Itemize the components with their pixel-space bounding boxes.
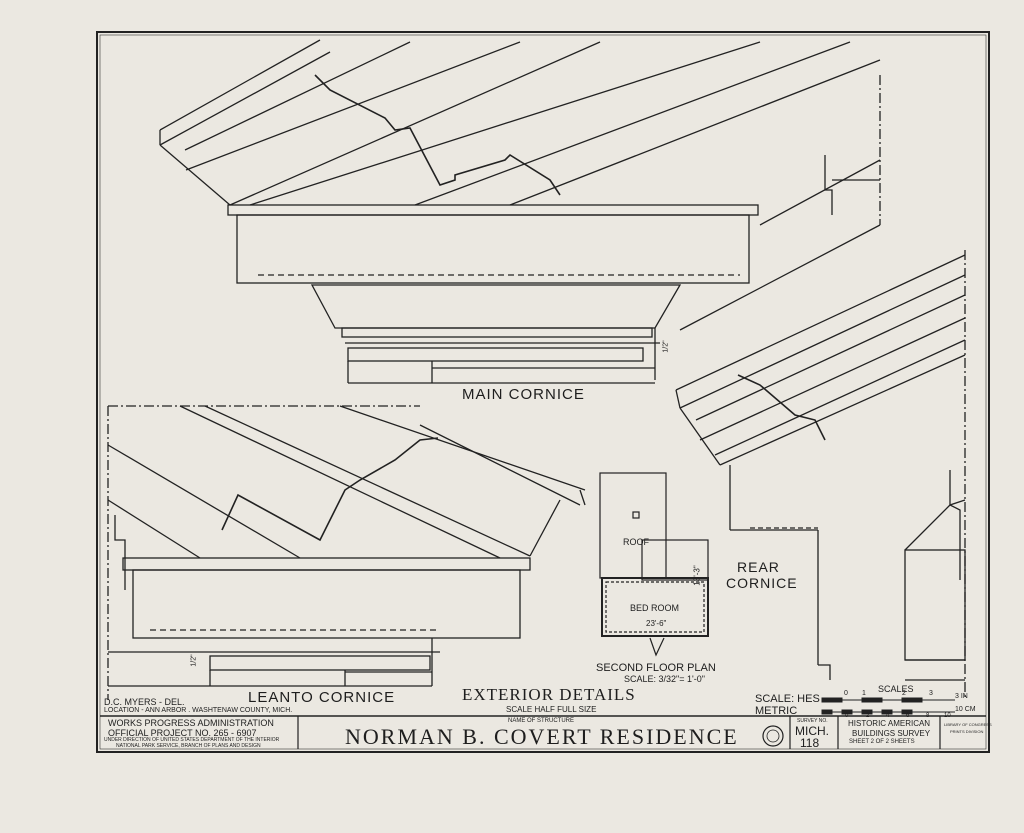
library-line2: PRINTS DIVISION [950, 729, 984, 734]
scale-tick-top-2: 2 [902, 690, 906, 697]
rear-cornice-label-line2: CORNICE [726, 575, 798, 591]
scale-tick-bottom-1: 2 [866, 713, 870, 719]
wpa-line3: UNDER DIRECTION OF UNITED STATES DEPARTM… [104, 737, 280, 743]
scale-tick-top-3: 3 [929, 690, 933, 697]
scale-hes-label: SCALE: HES [755, 693, 820, 705]
habs-line1: HISTORIC AMERICAN [848, 719, 931, 728]
leanto-cornice-label: LEANTO CORNICE [248, 689, 396, 706]
second-floor-plan-label: SECOND FLOOR PLAN [596, 662, 716, 674]
roof-label: ROOF [623, 537, 649, 547]
main-cornice-drawing [159, 39, 881, 384]
survey-no-label: SURVEY NO. [797, 718, 828, 724]
scale-tick-bottom-4: 8 [926, 713, 930, 719]
plan-dim-depth: 13'-3" [692, 565, 702, 586]
survey-no-state: MICH. [795, 724, 829, 738]
main-dim: 1/2" [662, 340, 670, 353]
structure-name: NORMAN B. COVERT RESIDENCE [345, 724, 739, 749]
exterior-details-title: EXTERIOR DETAILS [462, 685, 636, 704]
scales-label: SCALES [878, 684, 914, 694]
habs-line2: BUILDINGS SURVEY [852, 729, 931, 738]
wpa-line1: WORKS PROGRESS ADMINISTRATION [108, 718, 274, 728]
rear-cornice-drawing [675, 250, 966, 700]
second-floor-plan-scale: SCALE: 3/32"= 1'-0" [624, 674, 705, 684]
habs-sheet: SHEET 2 OF 2 SHEETS [849, 739, 915, 745]
library-line1: LIBRARY OF CONGRESS [944, 722, 992, 727]
sheet-border [96, 31, 990, 753]
scale-tick-top-1: 1 [862, 690, 866, 697]
rear-cornice-label-line1: REAR [737, 559, 780, 575]
scale-tick-top-0: 0 [844, 690, 848, 697]
scale-in-label: 3 IN [955, 693, 968, 700]
leanto-dim: 1/2" [190, 654, 198, 667]
plan-dim-width: 23'-6" [646, 619, 667, 628]
metric-label: METRIC [755, 705, 798, 717]
title-block [100, 715, 986, 749]
scale-tick-bottom-5: 10 [944, 713, 951, 719]
scale-tick-bottom-0: 0 [845, 713, 849, 719]
bed-room-label: BED ROOM [630, 603, 680, 613]
scale-tick-bottom-2: 4 [886, 713, 890, 719]
scale-tick-bottom-3: 6 [906, 713, 910, 719]
delineator: D.C. MYERS - DEL. [104, 697, 185, 707]
wpa-line2: OFFICIAL PROJECT NO. 265 - 6907 [108, 728, 257, 738]
name-of-structure-label: NAME OF STRUCTURE [508, 718, 574, 724]
second-floor-plan [599, 472, 709, 657]
graphic-scale [821, 697, 955, 715]
survey-no-number: 118 [800, 736, 820, 750]
scale-cm-label: 10 CM [955, 706, 976, 713]
main-cornice-label: MAIN CORNICE [462, 386, 585, 403]
location: LOCATION - ANN ARBOR . WASHTENAW COUNTY,… [104, 707, 293, 714]
wpa-line4: NATIONAL PARK SERVICE, BRANCH OF PLANS A… [116, 743, 261, 749]
scale-note: SCALE HALF FULL SIZE [506, 705, 597, 714]
leanto-cornice-drawing [107, 405, 586, 700]
